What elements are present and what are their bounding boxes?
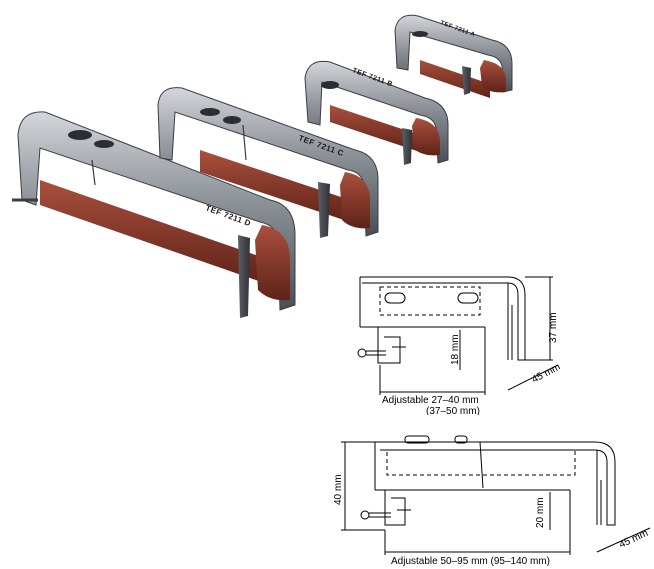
drawing-large: 40 mm 20 mm 45 mm Adjustable 50–95 mm (9… [333, 435, 651, 567]
rubber-strip [40, 180, 270, 285]
dim-clamp-height: 20 mm [535, 497, 546, 528]
dim-adjustable-2: (37–50 mm) [426, 406, 480, 415]
rubber-end [255, 225, 290, 301]
dim-clamp-height: 18 mm [450, 334, 461, 365]
slot-hole [457, 292, 479, 304]
body-outline [360, 276, 526, 361]
rubber-strip [330, 105, 420, 152]
dim-depth: 45 mm [618, 528, 650, 551]
bolt-head [360, 510, 370, 520]
dim-adjustable-1: Adjustable 27–40 mm [382, 395, 479, 406]
clamp-plate [384, 490, 406, 526]
product-tef-7211-b: TEF 7211 B [304, 60, 449, 165]
bolt-head [357, 348, 367, 358]
product-tef-7211-d: TEF 7211 D [12, 111, 296, 318]
slot-hole [384, 292, 406, 304]
drawing-small: 37 mm 45 mm 18 mm Adjustable 27–40 mm (3… [357, 276, 560, 415]
rubber-strip [420, 60, 490, 98]
metal-bridge [17, 111, 296, 311]
slot-hole [412, 31, 428, 37]
slot-hole [321, 81, 339, 89]
dim-height: 37 mm [548, 312, 559, 343]
dim-depth: 45 mm [530, 362, 560, 386]
metal-bridge [304, 60, 449, 164]
rubber-strip [200, 150, 350, 222]
dim-adjustable: Adjustable 50–95 mm (95–140 mm) [391, 556, 550, 567]
dim-height: 40 mm [333, 474, 344, 505]
slot-hole [223, 116, 241, 124]
rubber-dashed [379, 286, 481, 316]
rubber-end [480, 60, 506, 93]
slot-hole [200, 108, 220, 116]
body-outline [375, 441, 616, 526]
product-tef-7211-a: TEF 7211 A [394, 14, 513, 98]
rubber-dashed [386, 449, 576, 476]
slot-hole [94, 140, 114, 148]
metal-bridge [157, 87, 379, 237]
product-photo: TEF 7211 D TEF 7211 C TEF 7211 B TEF 721… [12, 14, 513, 318]
rubber-end [340, 172, 370, 229]
slot-hole [68, 130, 92, 140]
clamp-plate [377, 327, 401, 364]
rubber-end [412, 118, 440, 156]
